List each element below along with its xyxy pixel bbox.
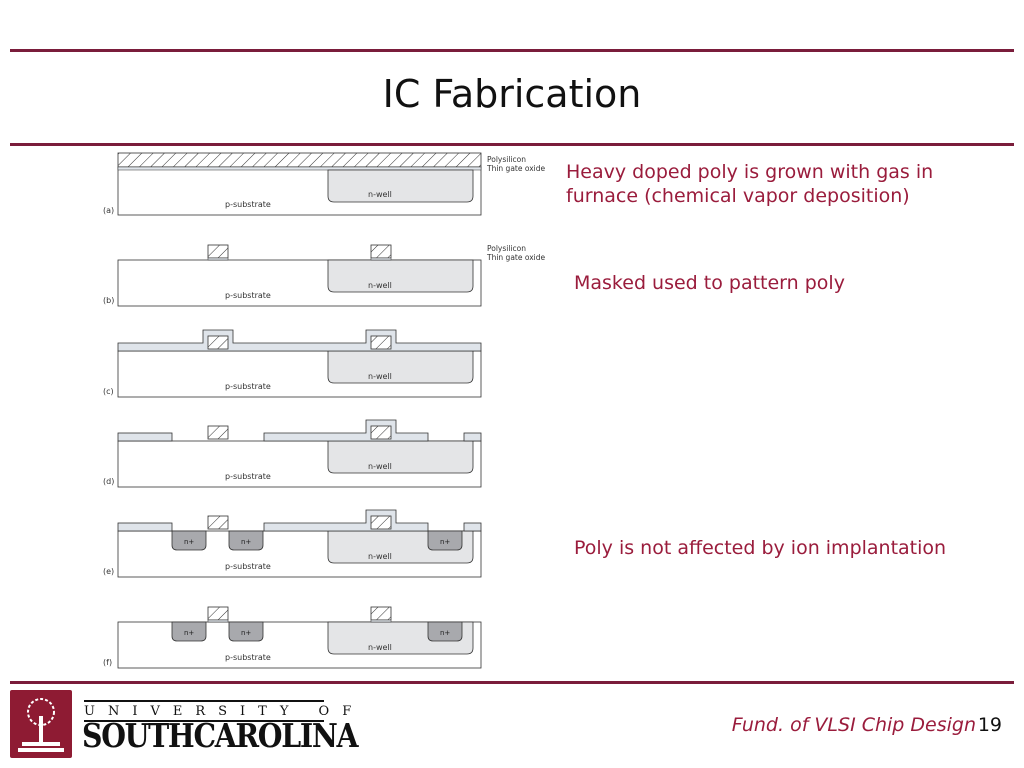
logo-rule: [84, 700, 324, 702]
n-well: [327, 259, 474, 293]
nplus-label: n+: [241, 629, 251, 637]
gate-poly: [207, 606, 229, 621]
nwell-label: n-well: [368, 552, 392, 561]
gate-poly: [370, 244, 392, 259]
substrate-label: p-substrate: [225, 200, 271, 209]
oxide-label: Thin gate oxide: [486, 164, 545, 173]
nwell-label: n-well: [368, 281, 392, 290]
gate-poly: [370, 425, 392, 440]
gate-poly: [370, 335, 392, 350]
slide-title: IC Fabrication: [382, 72, 642, 116]
substrate-label: p-substrate: [225, 382, 271, 391]
step-label: (c): [103, 387, 114, 396]
nplus-label: n+: [440, 538, 450, 546]
step-label: (f): [103, 658, 112, 667]
oxide-segment: [117, 522, 173, 532]
polysilicon-label: Polysilicon: [487, 244, 526, 253]
n-plus-region: [427, 530, 463, 551]
nwell-label: n-well: [368, 462, 392, 471]
gate-oxide: [207, 257, 229, 261]
oxide-segment: [117, 432, 173, 442]
logo-rule: [84, 720, 324, 722]
step-a: p-substrate n-well (a) Polysilicon Thin …: [103, 152, 545, 216]
step-d: p-substrate n-well (d): [103, 419, 482, 488]
note-ion-implant: Poly is not affected by ion implantation: [574, 537, 947, 559]
substrate-label: p-substrate: [225, 653, 271, 662]
gate-oxide: [370, 257, 392, 261]
n-well: [327, 350, 474, 384]
gate-oxide: [117, 166, 482, 171]
gate-poly: [370, 515, 392, 530]
logo-university-of: UNIVERSITY OF: [84, 704, 365, 719]
title-underline: [10, 143, 1014, 146]
gate-oxide: [370, 619, 392, 623]
gate-oxide: [207, 619, 229, 623]
gate-poly: [370, 606, 392, 621]
gate-poly: [207, 515, 229, 530]
step-label: (a): [103, 206, 114, 215]
nplus-label: n+: [241, 538, 251, 546]
footer-rule: [10, 681, 1014, 684]
step-f: n+ n+ n+ p-substrate n-well (f): [103, 606, 482, 669]
top-rule: [10, 49, 1014, 52]
n-plus-region: [171, 530, 207, 551]
oxide-layer: [117, 329, 482, 352]
nwell-label: n-well: [368, 372, 392, 381]
polysilicon-label: Polysilicon: [487, 155, 526, 164]
step-b: p-substrate n-well (b) Polysilicon Thin …: [103, 244, 545, 307]
n-well: [327, 440, 474, 474]
oxide-segment: [263, 419, 429, 442]
n-plus-region: [228, 621, 264, 642]
palmetto-seal-icon: [10, 690, 72, 758]
oxide-segment: [463, 522, 482, 532]
substrate-label: p-substrate: [225, 562, 271, 571]
substrate-label: p-substrate: [225, 472, 271, 481]
page-number: 19: [977, 714, 1002, 736]
gate-poly: [207, 244, 229, 259]
n-plus-region: [171, 621, 207, 642]
poly-layer: [117, 152, 482, 168]
oxide-segment: [463, 432, 482, 442]
gate-poly: [207, 335, 229, 350]
n-well: [327, 169, 474, 203]
step-label: (b): [103, 296, 114, 305]
n-plus-region: [427, 621, 463, 642]
nwell-label: n-well: [368, 190, 392, 199]
course-title: Fund. of VLSI Chip Design: [731, 714, 976, 736]
substrate-label: p-substrate: [225, 291, 271, 300]
fabrication-diagram: p-substrate n-well (a) Polysilicon Thin …: [103, 152, 545, 669]
note-cvd: Heavy doped poly is grown with gas in fu…: [566, 161, 934, 207]
nwell-label: n-well: [368, 643, 392, 652]
nplus-label: n+: [184, 538, 194, 546]
oxide-label: Thin gate oxide: [486, 253, 545, 262]
step-label: (e): [103, 567, 114, 576]
note-mask: Masked used to pattern poly: [574, 272, 845, 294]
nplus-label: n+: [184, 629, 194, 637]
step-e: n+ n+ n+ p-substrate n-well (e): [103, 509, 482, 578]
oxide-segment: [263, 509, 429, 532]
step-label: (d): [103, 477, 114, 486]
n-plus-region: [228, 530, 264, 551]
step-c: p-substrate n-well (c): [103, 329, 482, 398]
logo-south-carolina: SOUTHCAROLINA: [82, 716, 359, 755]
nplus-label: n+: [440, 629, 450, 637]
gate-poly: [207, 425, 229, 440]
